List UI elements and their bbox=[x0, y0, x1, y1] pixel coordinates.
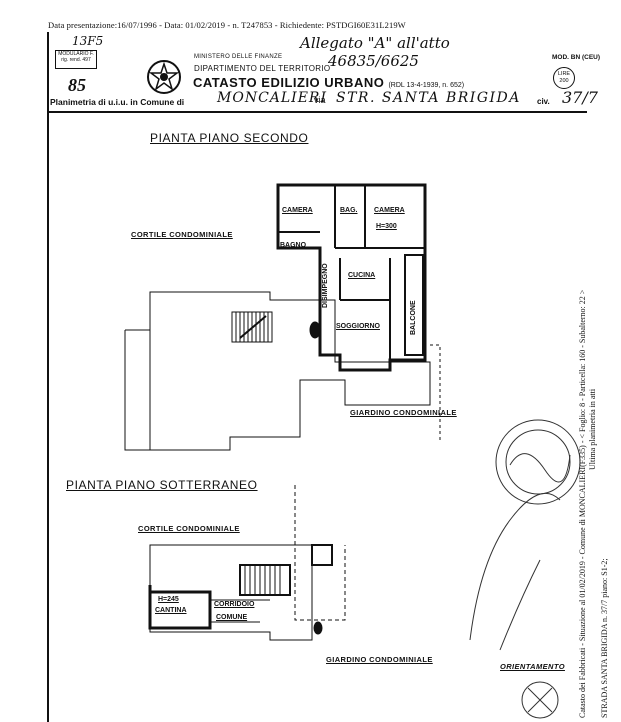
department-name: DIPARTIMENTO DEL TERRITORIO bbox=[194, 64, 331, 73]
ministry-name: MINISTERO DELLE FINANZE bbox=[194, 54, 283, 60]
height-lower: H=245 bbox=[158, 596, 179, 603]
upper-floor-title: PIANTA PIANO SECONDO bbox=[150, 131, 309, 145]
handwritten-code: 13F5 bbox=[72, 34, 104, 48]
submission-info-line: Data presentazione:16/07/1996 - Data: 01… bbox=[48, 20, 406, 30]
upper-building-outline bbox=[149, 291, 431, 451]
form-logo-85: 85 bbox=[68, 75, 86, 95]
side-note: Ultima planimetria in atti bbox=[588, 388, 597, 470]
civ-label: civ. bbox=[537, 97, 550, 106]
side-address: STRADA SANTA BRIGIDA n. 37/7 piano: S1-2… bbox=[600, 558, 609, 718]
side-cadastral-meta: Catasto dei Fabbricati - Situazione al 0… bbox=[578, 289, 587, 718]
room-cucina: CUCINA bbox=[348, 272, 376, 279]
comune-value: MONCALIERI bbox=[217, 90, 328, 106]
street-value: STR. SANTA BRIGIDA bbox=[336, 90, 521, 106]
room-camera-1: CAMERA bbox=[282, 207, 313, 214]
via-label: via bbox=[314, 95, 326, 105]
room-camera-2: CAMERA bbox=[374, 207, 405, 214]
room-disimpegno: DISIMPEGNO bbox=[322, 263, 329, 308]
height-upper: H=300 bbox=[376, 223, 397, 230]
orientation-rose bbox=[521, 681, 559, 719]
planimetria-label: Planimetria di u.i.u. in Comune di bbox=[50, 97, 185, 107]
cortile-label-lower: CORTILE CONDOMINIALE bbox=[138, 524, 240, 533]
room-corridoio: CORRIDOIO bbox=[214, 601, 255, 608]
room-balcone: BALCONE bbox=[410, 300, 417, 335]
catasto-title: CATASTO EDILIZIO URBANO (RDL 13-4-1939, … bbox=[193, 75, 465, 90]
balcony bbox=[404, 254, 424, 356]
cantina-walls bbox=[148, 590, 212, 630]
giardino-label-lower: GIARDINO CONDOMINIALE bbox=[326, 655, 433, 664]
notary-seal bbox=[495, 419, 581, 505]
lower-floor-title: PIANTA PIANO SOTTERRANEO bbox=[66, 478, 258, 492]
room-bagno-small: BAG. bbox=[340, 207, 358, 214]
republic-emblem-icon bbox=[147, 60, 181, 94]
giardino-label-upper: GIARDINO CONDOMINIALE bbox=[350, 408, 457, 417]
cortile-label-upper: CORTILE CONDOMINIALE bbox=[131, 230, 233, 239]
model-code: MOD. BN (CEU) bbox=[552, 54, 601, 61]
apartment-walls bbox=[276, 183, 427, 372]
document-frame bbox=[47, 32, 589, 722]
room-bagno: BAGNO bbox=[280, 242, 307, 249]
upper-left-wing bbox=[124, 329, 150, 451]
civ-number: 37/7 bbox=[562, 88, 598, 107]
room-cantina: CANTINA bbox=[155, 607, 187, 614]
orientamento-label: ORIENTAMENTO bbox=[500, 662, 565, 671]
lower-dashed-outline bbox=[294, 485, 346, 621]
room-comune: COMUNE bbox=[216, 614, 248, 621]
room-soggiorno: SOGGIORNO bbox=[336, 323, 380, 330]
header-divider bbox=[47, 111, 587, 113]
modulario-box: MODULARIO F. rig. rend. 497 bbox=[55, 50, 97, 69]
handwritten-allegato: Allegato "A" all'atto bbox=[300, 34, 450, 52]
handwritten-number: 46835/6625 bbox=[328, 52, 419, 70]
